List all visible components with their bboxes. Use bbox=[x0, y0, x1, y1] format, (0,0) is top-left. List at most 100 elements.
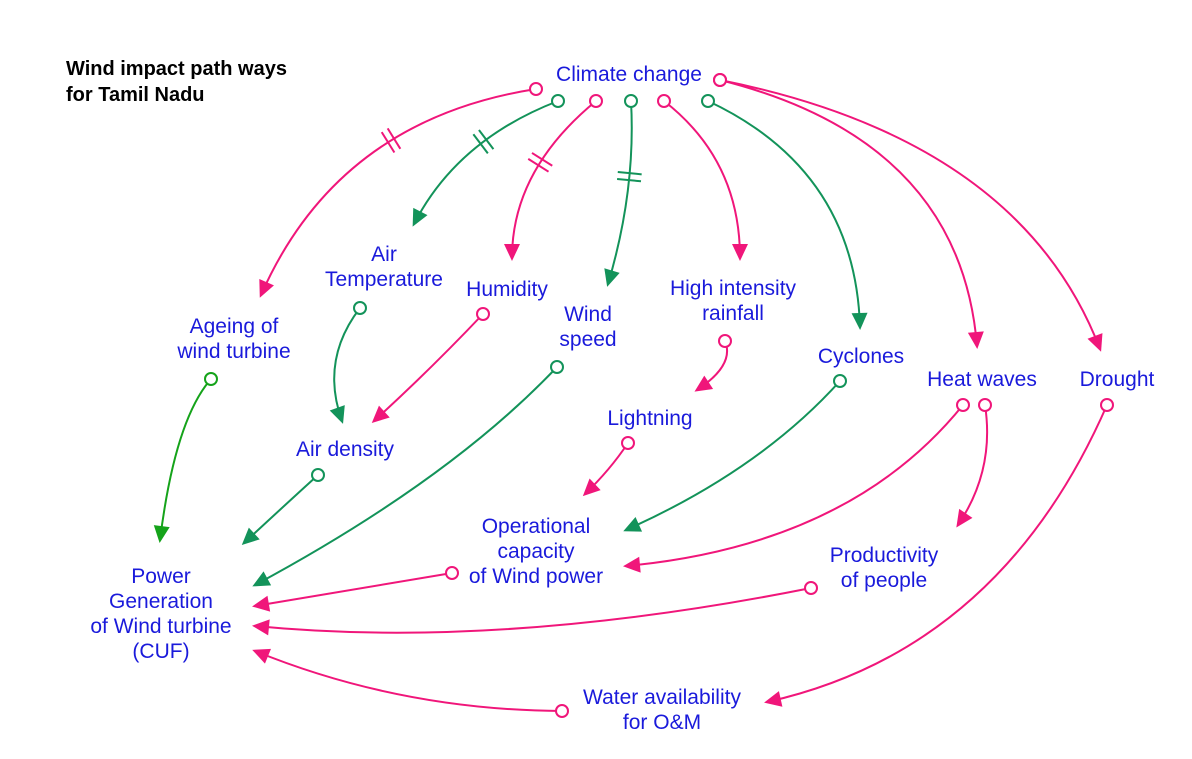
link-high-intensity-rainfall-to-lightning bbox=[694, 334, 732, 392]
node-label-line: Air density bbox=[295, 438, 395, 461]
link-curve bbox=[707, 100, 861, 328]
node-label-line: Wind bbox=[564, 303, 612, 326]
link-productivity-of-people-to-power-generation bbox=[252, 581, 818, 636]
link-tail-circle bbox=[978, 398, 992, 412]
delay-stroke bbox=[617, 171, 642, 176]
link-tail-circle bbox=[956, 398, 970, 412]
link-curve bbox=[719, 79, 978, 347]
link-curve bbox=[254, 650, 563, 712]
link-arrowhead bbox=[694, 375, 714, 392]
link-arrowhead bbox=[623, 516, 643, 532]
diagram-title: Wind impact path ways for Tamil Nadu bbox=[66, 56, 386, 108]
link-climate-change-to-air-temperature bbox=[412, 94, 565, 227]
link-heat-waves-to-operational-capacity bbox=[623, 398, 970, 573]
link-arrowhead bbox=[504, 244, 520, 261]
link-operational-capacity-to-power-generation bbox=[252, 566, 459, 612]
node-label-line: for O&M bbox=[622, 711, 702, 734]
link-tail-circle bbox=[551, 94, 565, 108]
link-curve bbox=[625, 404, 964, 567]
link-delay-mark bbox=[616, 171, 642, 183]
link-tail-circle bbox=[701, 94, 715, 108]
link-curve bbox=[719, 79, 1101, 350]
node-label-line: Temperature bbox=[325, 268, 443, 291]
delay-stroke bbox=[527, 158, 550, 173]
title-line-2: for Tamil Nadu bbox=[66, 84, 205, 106]
link-curve bbox=[333, 307, 361, 422]
link-tail-circle bbox=[529, 82, 543, 96]
delay-stroke bbox=[531, 152, 553, 167]
link-tail-circle bbox=[1100, 398, 1114, 412]
link-curve bbox=[607, 100, 633, 285]
node-label-line: High intensity bbox=[669, 277, 797, 300]
link-humidity-to-air-density bbox=[371, 307, 490, 424]
link-tail-circle bbox=[550, 360, 564, 374]
node-humidity: Humidity bbox=[466, 277, 548, 302]
node-label-line: Humidity bbox=[466, 278, 548, 301]
node-label-line: Power bbox=[131, 565, 191, 588]
link-tail-circle bbox=[204, 372, 218, 386]
link-ageing-of-wind-turbine-to-power-generation bbox=[153, 372, 218, 543]
link-air-temperature-to-air-density bbox=[329, 301, 367, 424]
link-arrowhead bbox=[851, 312, 868, 330]
link-tail-circle bbox=[804, 581, 818, 595]
link-delay-mark bbox=[380, 127, 402, 154]
link-curve bbox=[243, 474, 319, 544]
node-label-line: of people bbox=[840, 569, 928, 592]
link-curve bbox=[254, 587, 812, 634]
link-tail-circle bbox=[555, 704, 569, 718]
link-climate-change-to-ageing-of-wind-turbine bbox=[259, 82, 543, 298]
link-curve bbox=[159, 378, 212, 541]
node-air-density: Air density bbox=[296, 437, 394, 462]
link-water-availability-to-power-generation bbox=[252, 648, 569, 718]
link-curve bbox=[766, 404, 1108, 703]
delay-stroke bbox=[380, 131, 396, 154]
link-arrowhead bbox=[329, 405, 345, 424]
link-tail-circle bbox=[589, 94, 603, 108]
node-climate-change: Climate change bbox=[556, 62, 702, 87]
link-tail-circle bbox=[445, 566, 459, 580]
node-label-line: Productivity bbox=[829, 544, 939, 567]
link-tail-circle bbox=[718, 334, 732, 348]
link-tail-circle bbox=[713, 73, 727, 87]
node-label-line: Lightning bbox=[607, 407, 693, 430]
link-air-density-to-power-generation bbox=[241, 468, 325, 546]
node-high-intensity-rainfall: High intensity rainfall bbox=[670, 276, 796, 326]
link-climate-change-to-wind-speed bbox=[604, 94, 642, 287]
link-arrowhead bbox=[967, 331, 984, 349]
node-water-availability: Water availability for O&M bbox=[583, 685, 741, 735]
node-power-generation: Power Generation of Wind turbine (CUF) bbox=[90, 564, 231, 664]
link-wind-speed-to-power-generation bbox=[252, 360, 564, 587]
link-curve bbox=[254, 572, 453, 607]
node-label-line: Heat waves bbox=[927, 368, 1037, 391]
delay-stroke bbox=[472, 133, 489, 154]
link-arrowhead bbox=[153, 525, 170, 543]
link-arrowhead bbox=[764, 691, 783, 707]
link-curve bbox=[663, 100, 741, 259]
node-productivity-of-people: Productivity of people bbox=[830, 543, 939, 593]
node-drought: Drought bbox=[1080, 367, 1155, 392]
node-label-line: rainfall bbox=[702, 302, 764, 325]
link-arrowhead bbox=[259, 278, 274, 298]
title-line-1: Wind impact path ways bbox=[66, 58, 287, 80]
node-label-line: Climate change bbox=[556, 63, 702, 86]
link-drought-to-water-availability bbox=[764, 398, 1114, 707]
link-arrowhead bbox=[252, 595, 271, 612]
link-tail-circle bbox=[833, 374, 847, 388]
link-cyclones-to-operational-capacity bbox=[623, 374, 847, 532]
link-delay-mark bbox=[472, 129, 495, 154]
node-label-line: Generation bbox=[109, 590, 213, 613]
link-arrowhead bbox=[732, 244, 748, 261]
node-label-line: (CUF) bbox=[132, 640, 190, 663]
node-cyclones: Cyclones bbox=[818, 344, 904, 369]
link-heat-waves-to-productivity-of-people bbox=[956, 398, 992, 528]
link-tail-circle bbox=[621, 436, 635, 450]
link-tail-circle bbox=[624, 94, 638, 108]
link-arrowhead bbox=[1087, 333, 1103, 352]
link-arrowhead bbox=[252, 648, 271, 664]
link-curve bbox=[254, 366, 558, 586]
node-air-temperature: Air Temperature bbox=[325, 242, 443, 292]
link-arrowhead bbox=[252, 571, 272, 587]
node-label-line: wind turbine bbox=[177, 340, 291, 363]
link-arrowhead bbox=[412, 207, 428, 227]
